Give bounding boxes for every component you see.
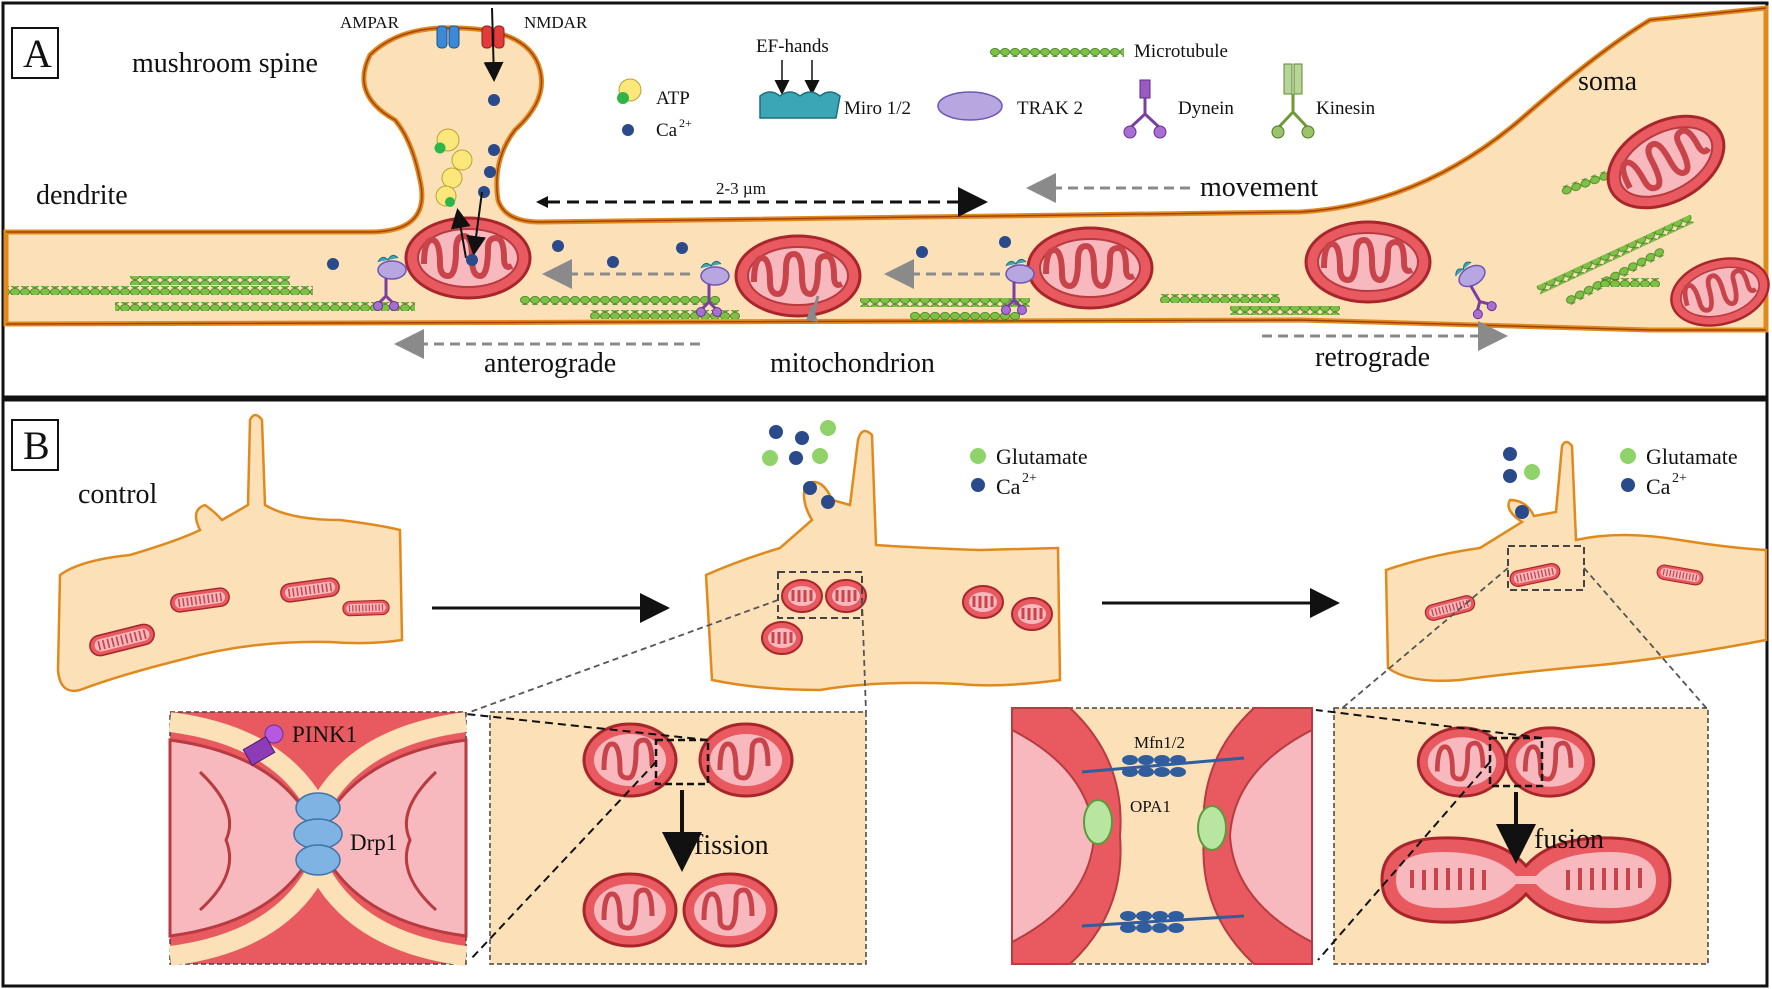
dendrite-recovery [1384,440,1768,683]
glutamate-ions-2 [1503,447,1540,519]
ampar-label: AMPAR [340,13,400,32]
microtubules [8,48,1695,321]
legend-panel-b-2: Glutamate Ca 2+ [1620,444,1738,499]
dendrite-control [56,413,404,693]
fusion-label: fusion [1534,824,1604,855]
soma-label: soma [1578,66,1638,97]
movement-label: movement [1200,172,1318,203]
legend-panel-b-1: Glutamate Ca 2+ [970,444,1088,499]
fission-label: fission [694,830,769,861]
control-label: control [78,479,158,510]
nmdar-label: NMDAR [524,13,588,32]
zoom-box-fission [777,571,863,619]
svg-text:ATP: ATP [656,88,690,109]
mitochondrion-3 [1028,228,1152,308]
mitochondrion-4 [1306,222,1430,302]
nmdar-icon [481,25,505,49]
opa1-label: OPA1 [1130,797,1171,816]
mitochondrion-2 [736,236,860,316]
svg-text:Ca: Ca [996,474,1021,499]
svg-text:Ca: Ca [656,120,678,141]
svg-text:Ca: Ca [1646,474,1671,499]
inset-fusion [1315,707,1709,965]
anterograde-label: anterograde [484,348,616,379]
mfn-icon [1120,755,1186,933]
dynein-icon [1123,79,1167,139]
panel-a-letter: A [23,31,52,76]
drp1-icon [293,792,343,876]
kinesin-icon [1271,63,1315,139]
svg-text:2+: 2+ [1672,471,1687,486]
retrograde-label: retrograde [1315,342,1430,373]
zoom-box-fusion [1507,545,1585,591]
inset-drp1 [168,711,468,966]
dendrite-label: dendrite [36,180,128,211]
glutamate-ions-1 [762,420,836,509]
svg-text:Microtubule: Microtubule [1134,41,1228,62]
panel-b-letter: B [23,423,50,468]
svg-text:Glutamate: Glutamate [996,444,1088,469]
trak-icon [937,91,1003,121]
svg-text:2+: 2+ [679,116,692,130]
svg-text:2+: 2+ [1022,471,1037,486]
opa1-icon [1083,799,1113,845]
svg-text:TRAK 2: TRAK 2 [1017,98,1083,119]
mitochondrion-label: mitochondrion [770,348,935,379]
svg-text:Miro 1/2: Miro 1/2 [844,98,911,119]
mfn-label: Mfn1/2 [1134,733,1185,752]
inset-fission [465,711,867,965]
svg-text:Dynein: Dynein [1178,98,1234,119]
miro-icon [759,91,841,119]
svg-text:Glutamate: Glutamate [1646,444,1738,469]
legend-panel-a: ATP Ca 2+ EF-hands Miro 1/2 TRAK 2 Dynei… [617,36,1376,141]
spine-ions [327,7,1011,270]
svg-text:Kinesin: Kinesin [1316,98,1376,119]
ampar-icon [436,25,460,49]
svg-text:EF-hands: EF-hands [756,36,829,57]
pink1-icon [242,724,284,766]
pink1-label: PINK1 [292,722,357,747]
distance-label: 2-3 µm [716,179,766,198]
inset-mfn-opa1 [1011,707,1313,965]
mushroom-spine-label: mushroom spine [132,48,318,79]
drp1-label: Drp1 [350,830,397,855]
